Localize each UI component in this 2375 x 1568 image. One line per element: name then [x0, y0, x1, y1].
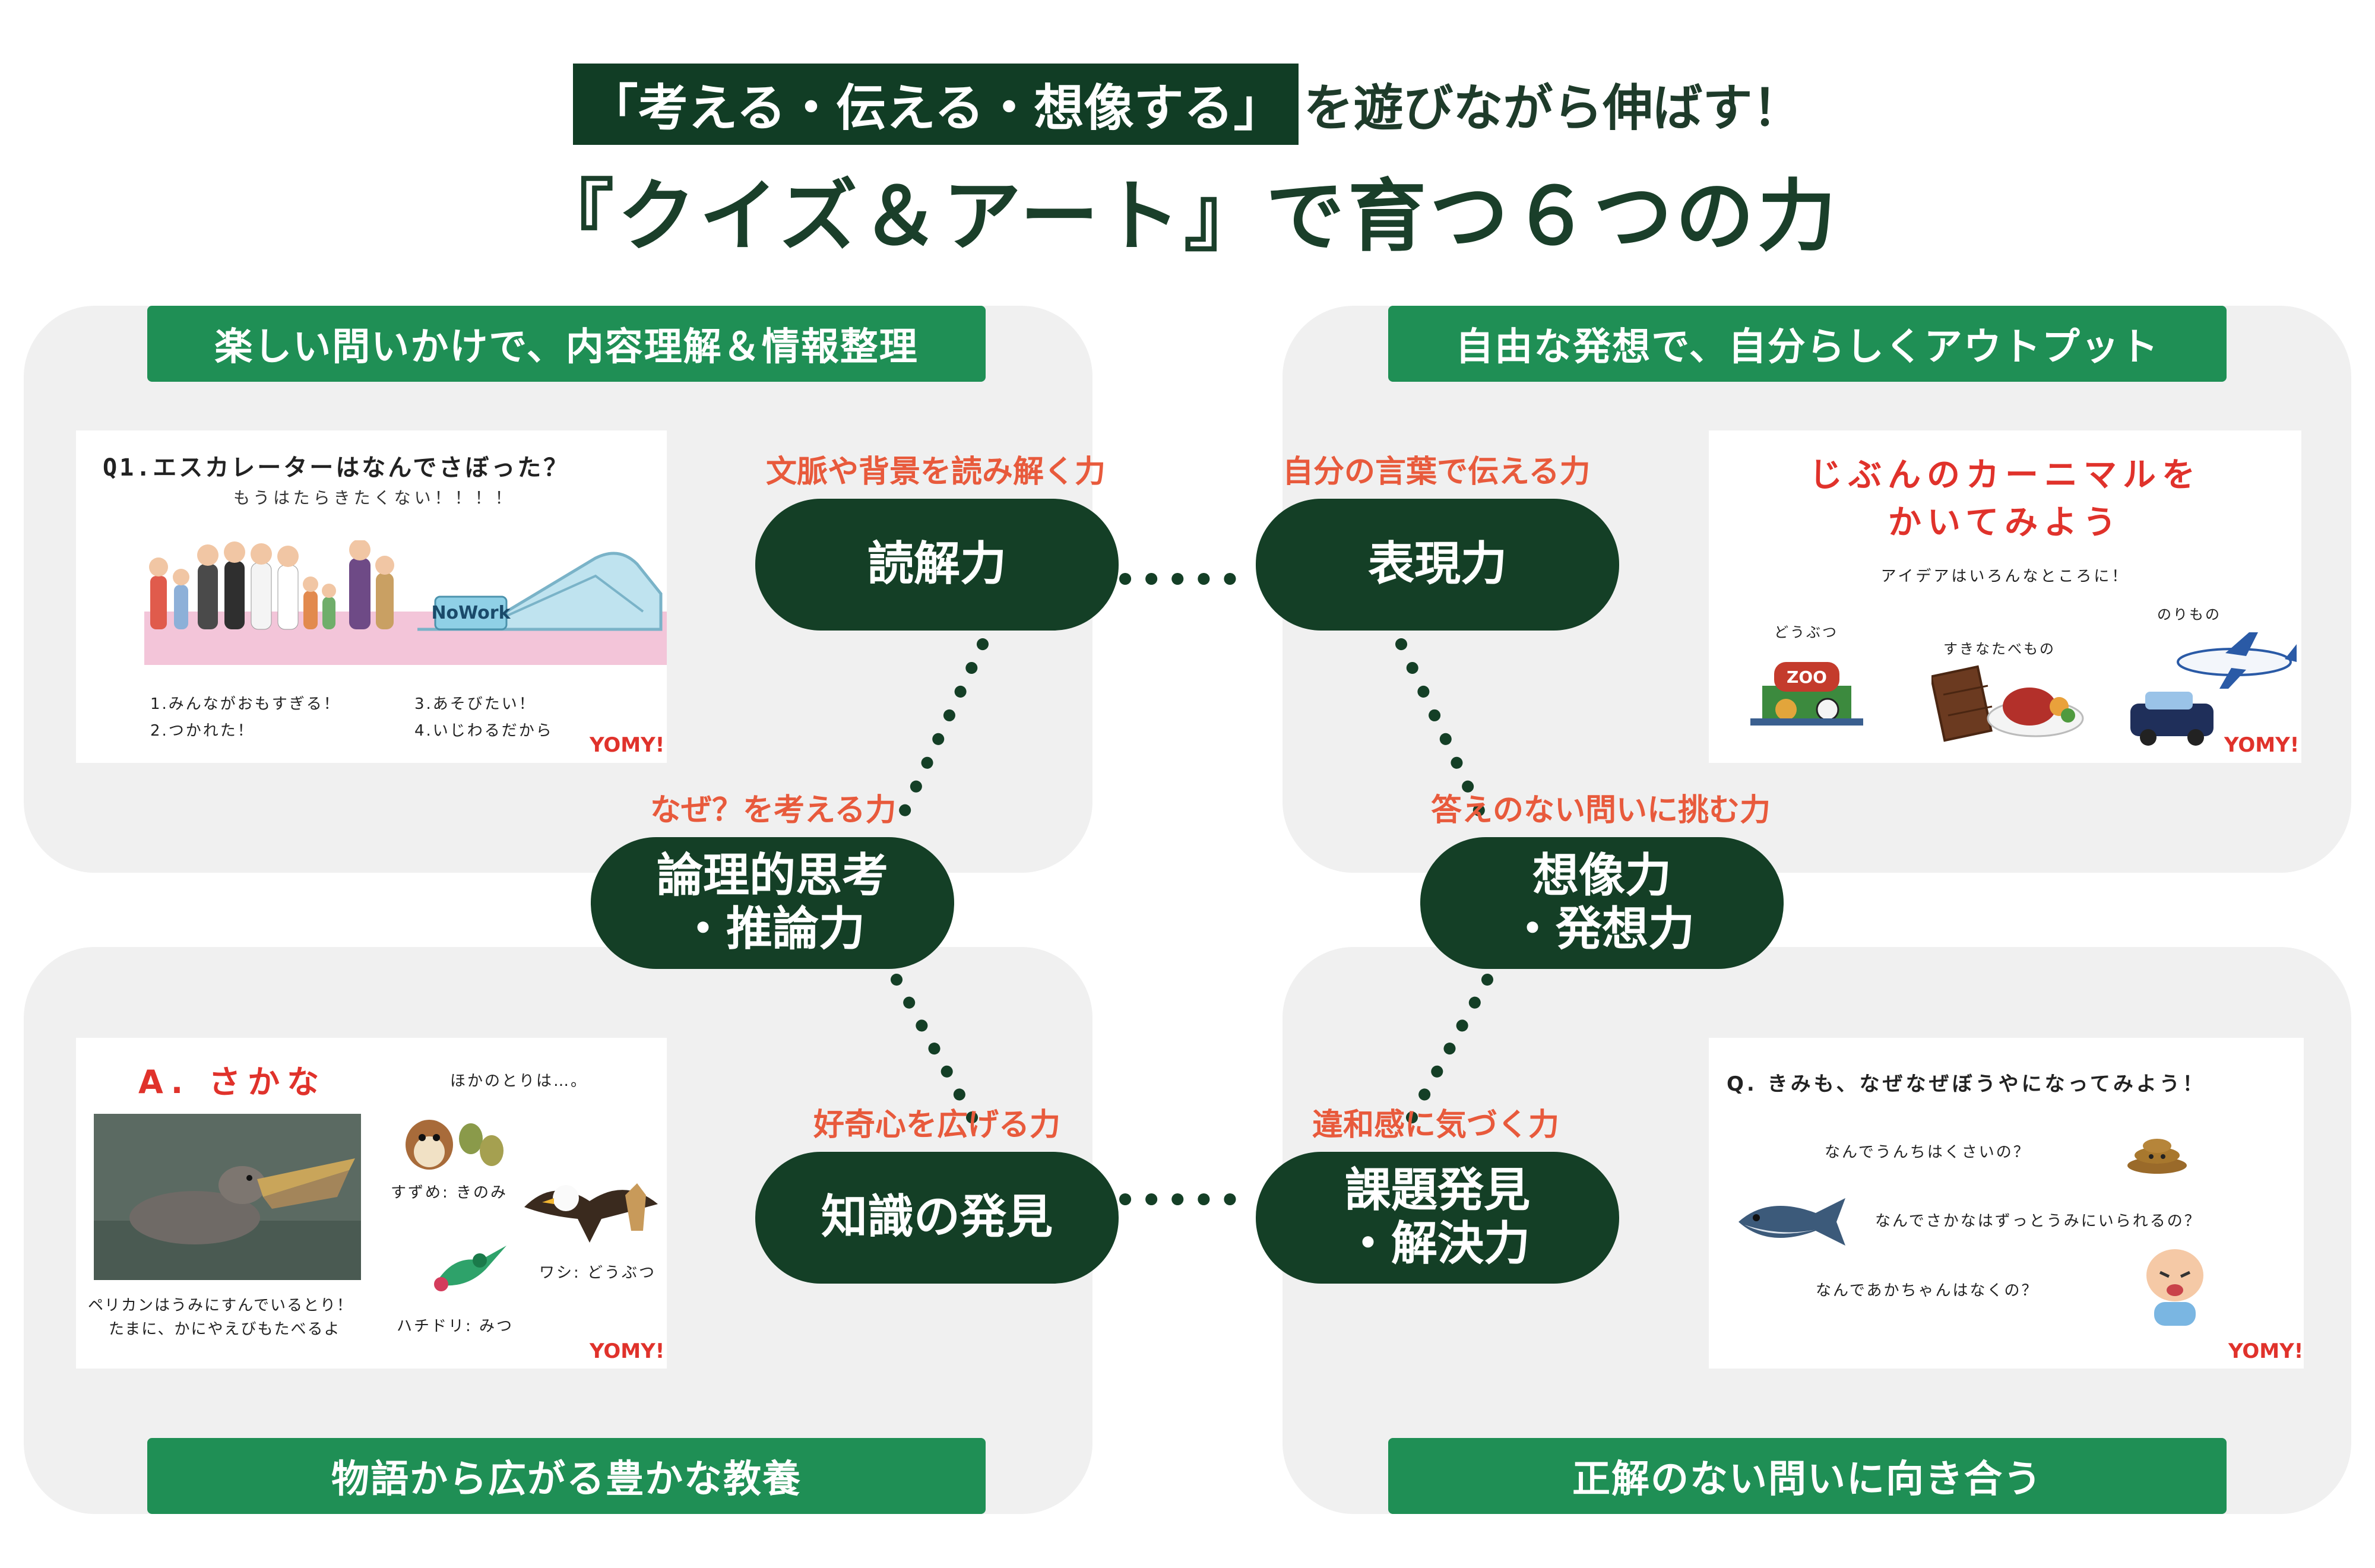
pill-knowledge-label: 知識の発見: [821, 1190, 1053, 1244]
sub-problem: 違和感に気づく力: [1312, 1107, 1560, 1143]
hummingbird-illustration: [434, 1246, 506, 1291]
header-tagline-row: 「考える・伝える・想像する」 を遊びながら伸ばす！: [0, 63, 2375, 145]
brand-logo-why: YOMY!: [2228, 1339, 2304, 1363]
food-illustration: [1931, 665, 2084, 742]
bird-sparrow-label: すずめ: きのみ: [391, 1184, 508, 1202]
pelican-caption-1: ペリカンはうみにすんでいるとり！: [88, 1297, 353, 1314]
brand-logo-art: YOMY!: [2224, 733, 2300, 757]
answer-title: A. さかな: [138, 1063, 327, 1101]
card-quiz: Q1.エスカレーターはなんでさぼった？ もうはたらきたくない！！！！: [76, 430, 667, 763]
why-question-1: なんでうんちはくさいの？: [1825, 1143, 2031, 1161]
art-prompt: アイデアはいろんなところに！: [1880, 568, 2130, 585]
quiz-option-2: 2.つかれた！: [150, 722, 255, 740]
pill-logic-label-2: ・推論力: [679, 902, 865, 956]
quiz-question: Q1.エスカレーターはなんでさぼった？: [103, 454, 570, 482]
sparrow-illustration: [406, 1120, 504, 1170]
header-highlight: 「考える・伝える・想像する」: [572, 63, 1299, 145]
brand-logo-answer: YOMY!: [590, 1339, 665, 1363]
escalator-illustration: NoWork: [144, 540, 667, 665]
card-why: Q. きみも、なぜなぜぼうやになってみよう！ なんでうんちはくさいの？ なんでさ…: [1709, 1038, 2304, 1369]
sub-expression: 自分の言葉で伝える力: [1282, 454, 1591, 490]
pill-logic-label-1: 論理的思考: [656, 849, 888, 903]
answer-others-label: ほかのとりは…。: [450, 1072, 588, 1090]
sub-imagination: 答えのない問いに挑む力: [1431, 793, 1771, 828]
art-title-line2: かいてみよう: [1888, 503, 2123, 542]
quiz-option-3: 3.あそびたい！: [414, 695, 536, 713]
zoo-sign: ZOO: [1787, 667, 1827, 687]
poop-icon: [2127, 1139, 2187, 1174]
pelican-caption-2: たまに、かにやえびもたべるよ: [109, 1320, 341, 1338]
pill-reading: 読解力: [755, 499, 1119, 631]
tuna-icon: [1738, 1198, 1845, 1246]
art-label-animals: どうぶつ: [1774, 624, 1838, 641]
pill-imagination: 想像力 ・発想力: [1420, 837, 1784, 969]
zoo-illustration: ZOO: [1750, 662, 1863, 726]
sub-knowledge: 好奇心を広げる力: [813, 1107, 1061, 1143]
pill-problem-label-1: 課題発見: [1344, 1164, 1530, 1218]
header-tagline: を遊びながら伸ばす！: [1303, 78, 1803, 137]
why-question: Q. きみも、なぜなぜぼうやになってみよう！: [1727, 1072, 2206, 1096]
pelican-photo: [94, 1114, 361, 1280]
brand-logo-quiz: YOMY!: [590, 733, 665, 757]
sub-reading: 文脈や背景を読み解く力: [766, 454, 1106, 490]
pill-reading-label: 読解力: [867, 537, 1006, 591]
escalator-sign: NoWork: [431, 603, 511, 623]
pill-problem-label-2: ・解決力: [1344, 1217, 1530, 1271]
banner-bottom-left: 物語から広がる豊かな教養: [147, 1438, 986, 1514]
sub-logic: なぜ？を考える力: [650, 793, 897, 828]
pill-expression-label: 表現力: [1367, 537, 1507, 591]
bird-eagle-label: ワシ: どうぶつ: [539, 1264, 657, 1282]
vehicle-illustration: [2130, 632, 2297, 746]
art-label-vehicles: のりもの: [2157, 606, 2221, 623]
pill-imagination-label-2: ・発想力: [1509, 902, 1695, 956]
crying-baby-icon: [2146, 1249, 2203, 1326]
why-question-2: なんでさかなはずっとうみにいられるの？: [1875, 1212, 2202, 1230]
page-title: 『クイズ＆アート』で育つ６つの力: [535, 171, 1840, 262]
card-art: じぶんのカーニマルを かいてみよう アイデアはいろんなところに！ どうぶつ すき…: [1709, 430, 2301, 763]
quiz-hint: もうはたらきたくない！！！！: [233, 488, 515, 508]
pill-expression: 表現力: [1256, 499, 1619, 631]
art-title-line1: じぶんのカーニマルを: [1809, 456, 2201, 495]
quiz-option-1: 1.みんながおもすぎる！: [150, 695, 341, 713]
quiz-option-4: 4.いじわるだから: [414, 722, 553, 740]
banner-bottom-right: 正解のない問いに向き合う: [1388, 1438, 2227, 1514]
pill-knowledge: 知識の発見: [755, 1152, 1119, 1284]
eagle-illustration: [524, 1183, 658, 1243]
bird-hummingbird-label: ハチドリ: みつ: [397, 1317, 514, 1335]
pill-imagination-label-1: 想像力: [1532, 849, 1671, 903]
banner-top-left: 楽しい問いかけで、内容理解＆情報整理: [147, 306, 986, 382]
pill-logic: 論理的思考 ・推論力: [591, 837, 954, 969]
card-answer: A. さかな ほかのとりは…。 すずめ: きのみ ワシ: どうぶつ ハチドリ: …: [76, 1038, 667, 1369]
pill-problem: 課題発見 ・解決力: [1256, 1152, 1619, 1284]
why-question-3: なんであかちゃんはなくの？: [1816, 1282, 2039, 1300]
art-label-food: すきなたべもの: [1943, 641, 2056, 657]
banner-top-right: 自由な発想で、自分らしくアウトプット: [1388, 306, 2227, 382]
